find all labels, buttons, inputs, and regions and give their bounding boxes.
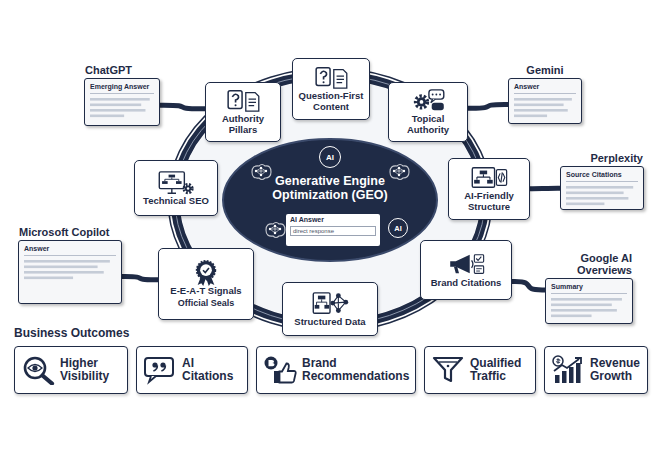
platform-name: ChatGPT [85, 64, 132, 76]
outcome-box: Qualified Traffic [424, 346, 536, 394]
ai-platform-card: GeminiAnswer [508, 78, 582, 124]
tech-symbol [159, 171, 192, 192]
pillar-label: E-E-A-T Signals [170, 286, 241, 297]
thumb-icon [263, 355, 297, 385]
outcome-label: Qualified Traffic [470, 357, 529, 383]
answer-title: AI Answer [290, 216, 376, 224]
platform-name: Gemini [526, 64, 563, 76]
pillar-label: AI-Friendly Structure [453, 191, 525, 213]
quote-icon [143, 355, 177, 385]
brain-symbol [266, 223, 285, 238]
core-title: Generative Engine Optimization (GEO) [250, 174, 410, 203]
lines-icon [551, 297, 627, 319]
lines-icon [566, 185, 638, 207]
outcome-box: Brand Recommendations [256, 346, 416, 394]
outcome-label: Higher Visibility [60, 357, 121, 383]
ai-badge: AI [388, 218, 408, 238]
answer-subtitle: direct response [290, 226, 376, 237]
pillar-label: Question-First Content [297, 91, 365, 113]
gear-icon [409, 88, 447, 114]
quote-symbol [145, 358, 173, 382]
geo-pillar-box: AI-Friendly Structure [448, 158, 530, 220]
platform-name: Perplexity [590, 152, 643, 164]
thumb-symbol [265, 357, 296, 384]
q-symbol [316, 68, 347, 88]
lines-icon [90, 97, 154, 119]
tech-icon [157, 170, 195, 196]
tree-symbol [472, 168, 506, 188]
lines-symbol [90, 98, 150, 117]
core-ellipse-shape [223, 139, 437, 261]
outcome-label: AI Citations [182, 357, 241, 383]
chart-symbol [553, 356, 581, 383]
struct-symbol [313, 292, 348, 312]
pillar-label: Technical SEO [143, 196, 209, 207]
outcome-box: Higher Visibility [14, 346, 128, 394]
badge-icon [187, 260, 225, 286]
ai-platform-card: Microsoft CopilotAnswer [18, 240, 122, 304]
q-icon [312, 65, 350, 91]
platform-name: Google AI Overviews [552, 252, 632, 276]
answer-card-title: Answer [514, 83, 576, 94]
geo-pillar-box: Technical SEO [134, 160, 218, 216]
platform-connector [512, 282, 545, 290]
tree-icon [470, 165, 508, 191]
geo-pillar-box: Question-First Content [292, 58, 370, 120]
ai-platform-card: ChatGPTEmerging Answer [84, 78, 160, 126]
lines-symbol [514, 98, 572, 117]
outcome-box: AI Citations [136, 346, 248, 394]
platform-name: Microsoft Copilot [19, 226, 109, 238]
section-heading: Business Outcomes [14, 326, 129, 340]
pillar-label: Authority Pillars [210, 114, 276, 136]
answer-card-title: Source Citations [566, 171, 638, 182]
pillar-label: Topical Authority [393, 114, 463, 136]
brain-symbol [252, 165, 271, 180]
pillar-label: Structured Data [294, 317, 365, 328]
badge-symbol [197, 261, 216, 286]
chart-icon [551, 355, 585, 385]
platform-connector [160, 105, 205, 109]
brain-icon [386, 162, 412, 182]
platform-connector [530, 186, 560, 191]
geo-pillar-box: Authority Pillars [205, 82, 281, 142]
brain-symbol [390, 165, 409, 180]
funnel-symbol [434, 358, 462, 381]
answer-card-title: Summary [551, 283, 627, 294]
geo-pillar-box: Structured Data [282, 282, 378, 336]
eye-icon [21, 355, 55, 385]
geo-pillar-box: Brand Citations [420, 240, 512, 300]
geo-pillar-box: E-E-A-T SignalsOfficial Seals [158, 248, 254, 320]
lines-symbol [24, 260, 110, 279]
struct-icon [311, 291, 349, 317]
outcome-box: Revenue Growth [544, 346, 648, 394]
funnel-icon [431, 355, 465, 385]
q-icon [224, 88, 262, 114]
lines-symbol [551, 298, 622, 317]
lines-icon [24, 259, 116, 281]
pillar-sublabel: Official Seals [178, 298, 235, 308]
core-ellipse: AI Generative Engine Optimization (GEO) AI… [222, 138, 438, 262]
answer-card: AI Answer direct response [286, 214, 380, 246]
gear-symbol [415, 90, 443, 110]
platform-connector [122, 277, 158, 280]
brain-icon [248, 162, 274, 182]
platform-connector [468, 104, 508, 108]
mega-icon [447, 252, 485, 278]
ai-platform-card: PerplexitySource Citations [560, 166, 644, 210]
q-symbol [228, 91, 259, 111]
answer-card-title: Emerging Answer [90, 83, 154, 94]
eye-symbol [25, 358, 52, 384]
pillar-label: Brand Citations [431, 278, 502, 289]
answer-card-title: Answer [24, 245, 116, 256]
brain-icon [262, 220, 288, 240]
ai-platform-card: Google AI OverviewsSummary [545, 278, 633, 324]
lines-icon [514, 97, 576, 119]
ai-badge: AI [319, 146, 341, 168]
outcome-label: Revenue Growth [590, 357, 641, 383]
geo-pillar-box: Topical Authority [388, 82, 468, 142]
lines-symbol [566, 186, 633, 205]
mega-symbol [450, 254, 483, 273]
outcome-label: Brand Recommendations [302, 357, 409, 383]
